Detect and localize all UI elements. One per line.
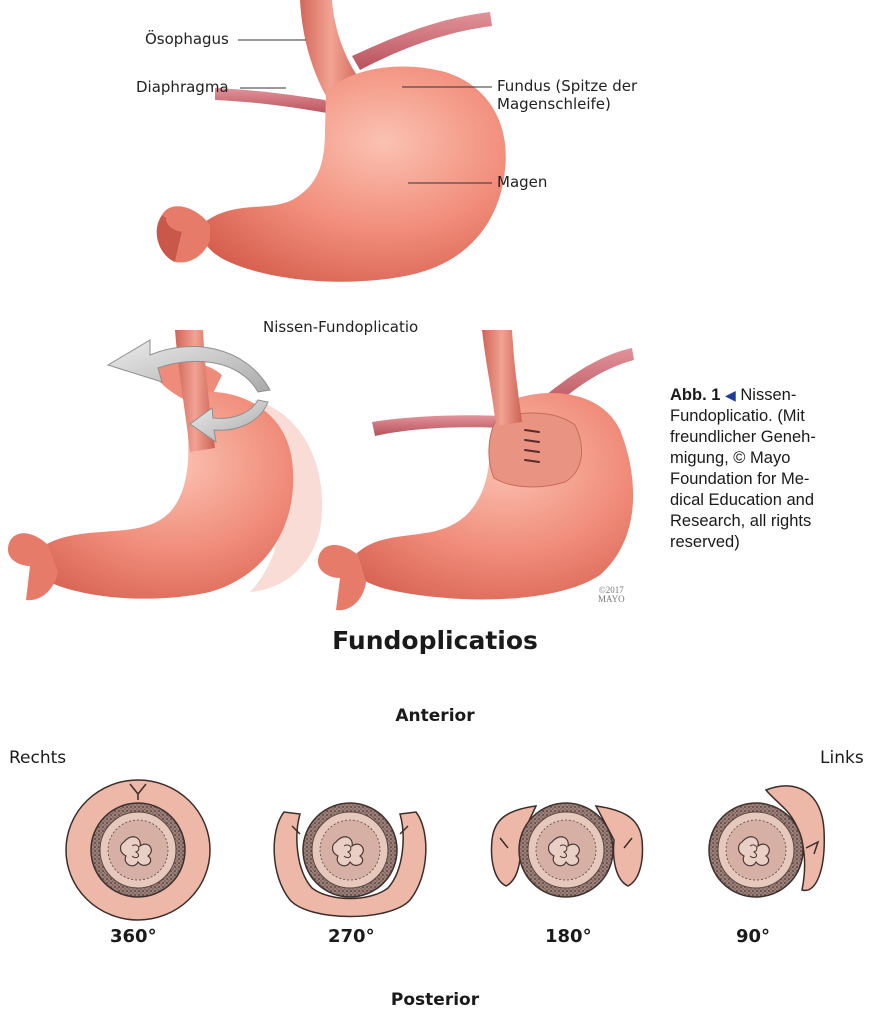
copyright-mark: ©2017 MAYO bbox=[598, 586, 625, 604]
cross-section-90 bbox=[709, 786, 824, 897]
caption-text-6: Research, all rights bbox=[670, 511, 860, 532]
diaphragm-right bbox=[352, 12, 492, 70]
angle-270-label: 270° bbox=[328, 926, 375, 947]
diaphragm-label: Diaphragma bbox=[136, 78, 229, 96]
fundoplication-cross-sections bbox=[0, 770, 870, 940]
posterior-label: Posterior bbox=[0, 990, 870, 1010]
cross-section-270 bbox=[274, 803, 426, 917]
caption-text-7: reserved) bbox=[670, 532, 860, 553]
caption-text-0: Nissen- bbox=[740, 386, 796, 404]
angle-180-label: 180° bbox=[545, 926, 592, 947]
caption-marker-icon: ◀ bbox=[725, 387, 736, 403]
right-side-label: Rechts bbox=[9, 748, 66, 768]
esophagus-label: Ösophagus bbox=[145, 30, 229, 48]
fundus-label-line1: Fundus (Spitze der bbox=[497, 77, 637, 95]
cross-section-360 bbox=[66, 780, 210, 920]
nissen-before-wrap bbox=[8, 330, 322, 600]
cross-section-180 bbox=[492, 803, 643, 897]
nissen-after-wrap bbox=[318, 330, 634, 610]
copyright-line2: MAYO bbox=[598, 595, 625, 604]
diaphragm bbox=[215, 88, 332, 114]
angle-360-label: 360° bbox=[110, 926, 157, 947]
nissen-procedure-illustration bbox=[0, 330, 660, 620]
stomach-label: Magen bbox=[497, 173, 547, 191]
caption-text-1: Fundoplicatio. (Mit bbox=[670, 406, 860, 427]
figure-caption: Abb. 1 ◀ Nissen- Fundoplicatio. (Mit fre… bbox=[670, 385, 860, 553]
angle-90-label: 90° bbox=[736, 926, 770, 947]
fundus-label-line2: Magenschleife) bbox=[497, 95, 637, 113]
fundus-label: Fundus (Spitze der Magenschleife) bbox=[497, 77, 637, 113]
anterior-label: Anterior bbox=[0, 706, 870, 726]
caption-label: Abb. 1 bbox=[670, 386, 720, 404]
stomach-anatomy-illustration bbox=[0, 0, 870, 300]
caption-text-2: freundlicher Geneh- bbox=[670, 427, 860, 448]
caption-text-3: migung, © Mayo bbox=[670, 448, 860, 469]
left-side-label: Links bbox=[820, 748, 864, 768]
caption-line-1: Abb. 1 ◀ Nissen- bbox=[670, 385, 860, 406]
fundoplications-title: Fundoplicatios bbox=[0, 626, 870, 655]
caption-text-5: dical Education and bbox=[670, 490, 860, 511]
caption-text-4: Foundation for Me- bbox=[670, 469, 860, 490]
